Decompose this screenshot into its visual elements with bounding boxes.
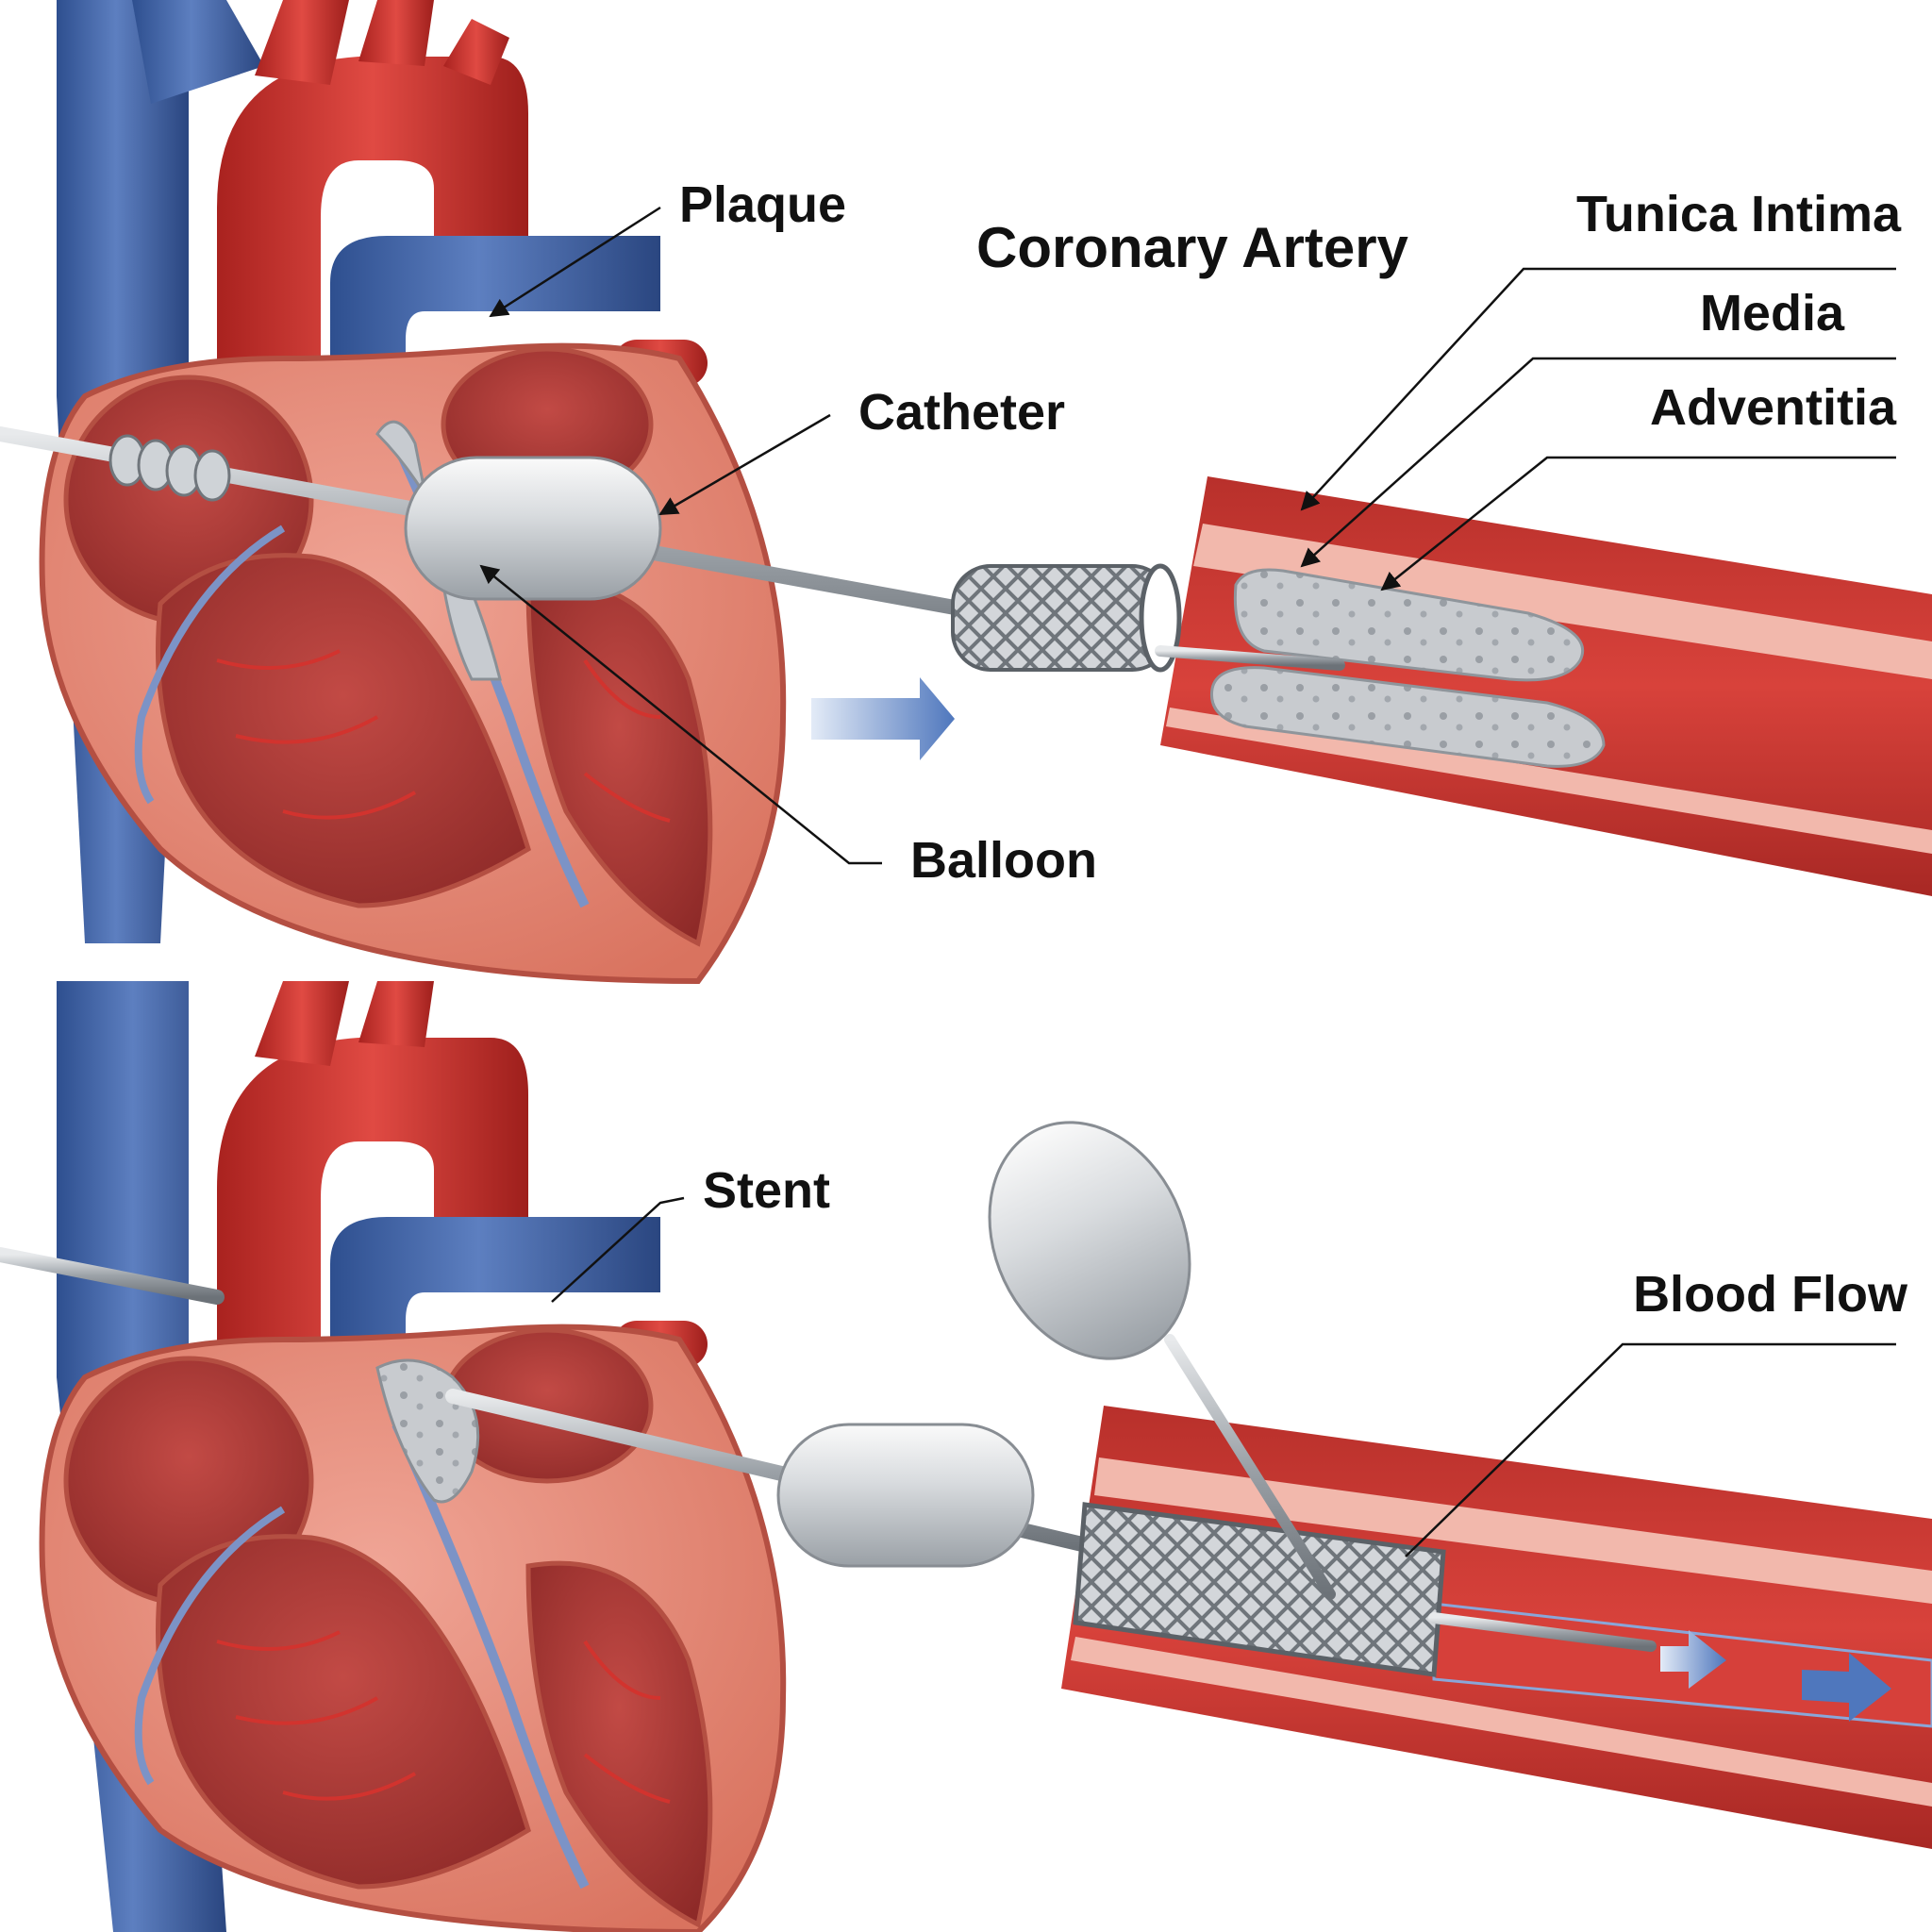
left-ventricle-bottom (525, 1560, 713, 1928)
left-ventricle-top (525, 579, 713, 947)
leader-adventitia (1380, 456, 1896, 591)
artery-section-top (951, 476, 1932, 896)
coronary-vessel-bottom (134, 1506, 286, 1786)
artery-media-layer-bottom-top (1166, 708, 1932, 854)
artery-media-layer-bottom-lower (1071, 1637, 1932, 1807)
catheter-rings-top (108, 434, 231, 502)
septal-vessel-bottom (391, 1422, 590, 1890)
pulmonary-artery-top (330, 236, 660, 396)
coronary-vessel-top (134, 525, 286, 805)
capillaries-bottom (216, 1630, 671, 1804)
transition-arrow (811, 677, 955, 760)
leader-balloon (479, 564, 882, 865)
aorta-branch-1 (255, 0, 349, 85)
withdrawn-balloon-shaft (1164, 1334, 1336, 1600)
plaque-deposit-upper (1233, 568, 1585, 682)
pulmonary-artery-bottom (330, 1217, 660, 1377)
leader-media (1300, 357, 1896, 568)
right-ventricle-bottom (156, 1534, 531, 1890)
label-catheter: Catheter (858, 384, 1065, 441)
mesh-stent-bottom (1073, 1502, 1446, 1677)
heart-illustration-bottom (39, 981, 787, 1932)
flow-arrow-2 (1802, 1653, 1891, 1722)
leader-catheter (658, 413, 831, 516)
right-ventricle-top (156, 553, 531, 908)
label-coronary-artery: Coronary Artery (976, 216, 1409, 279)
label-tunica-intima: Tunica Intima (1576, 186, 1902, 242)
leader-stent (551, 1196, 685, 1303)
aorta-branch-bottom-1 (255, 981, 349, 1066)
aorta-branch-2 (358, 0, 434, 66)
balloon-top (404, 456, 662, 601)
vein-branch-top (132, 0, 264, 104)
label-media: Media (1700, 285, 1845, 341)
leader-lines (479, 206, 1896, 1557)
label-balloon: Balloon (910, 832, 1097, 889)
leader-tunica-intima (1300, 267, 1896, 511)
guidewire-artery-top (1155, 645, 1345, 671)
coil-stent-top (951, 563, 1182, 673)
catheter-assembly-bottom (0, 1247, 1102, 1568)
artery-media-layer-bottom-upper (1094, 1457, 1932, 1604)
artery-media-layer-top (1193, 524, 1932, 679)
guidewire-artery-bottom (1428, 1612, 1657, 1652)
plaque-deposit-lower (1209, 666, 1606, 768)
withdrawn-balloon (988, 1121, 1191, 1360)
label-stent: Stent (703, 1162, 830, 1219)
flow-arrow-1 (1660, 1630, 1726, 1689)
leader-plaque (489, 206, 661, 318)
label-plaque: Plaque (679, 176, 846, 233)
catheter-wire-bottom-left (0, 1247, 225, 1305)
label-adventitia: Adventitia (1650, 379, 1897, 436)
aorta-branch-3 (443, 19, 509, 85)
leader-blood-flow (1405, 1342, 1896, 1557)
balloon-bottom (776, 1423, 1035, 1568)
artery-section-bottom (988, 1121, 1932, 1849)
capillaries-top (216, 649, 671, 823)
label-blood-flow: Blood Flow (1633, 1266, 1908, 1323)
aorta-branch-bottom-2 (358, 981, 434, 1047)
